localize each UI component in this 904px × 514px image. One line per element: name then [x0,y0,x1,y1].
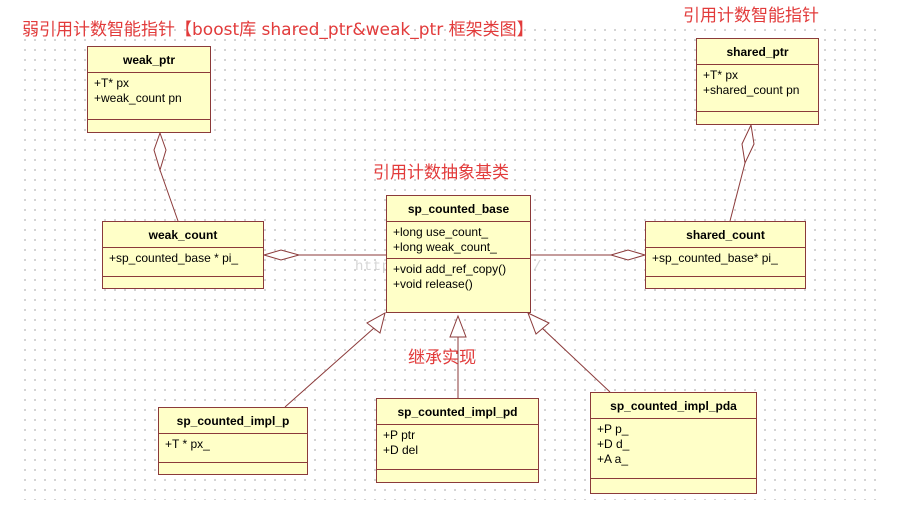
class-sp-counted-impl-pda[interactable]: sp_counted_impl_pda +P p_ +D d_ +A a_ [590,392,757,494]
attribute: +shared_count pn [703,83,800,97]
operation: +void add_ref_copy() [393,262,507,276]
class-sp-counted-impl-p[interactable]: sp_counted_impl_p +T * px_ [158,407,308,475]
aggregation-diamond-icon [741,123,755,165]
aggregation-diamond-icon [262,249,301,261]
class-sp-counted-impl-pd[interactable]: sp_counted_impl_pd +P ptr +D del [376,398,539,483]
inheritance-impl-pda [541,327,611,393]
attribute: +long use_count_ [393,225,489,239]
attribute: +D d_ [597,437,630,451]
diagram-title: 弱引用计数智能指针【boost库 shared_ptr&weak_ptr 框架类… [22,20,534,40]
class-name: sp_counted_impl_p [159,408,307,434]
class-name: weak_count [103,222,263,248]
operations [103,277,263,291]
operations [646,277,805,291]
class-name: shared_count [646,222,805,248]
inheritance-arrow-icon [366,312,386,334]
attributes: +T * px_ [159,434,307,463]
attribute: +D del [383,443,419,457]
attribute: +long weak_count_ [393,240,497,254]
attributes: +sp_counted_base* pi_ [646,248,805,277]
class-name: sp_counted_impl_pd [377,399,538,425]
class-name: sp_counted_base [387,196,530,222]
inheritance-arrow-icon [449,314,467,338]
inheritance-impl-p [284,327,375,408]
operation: +void release() [393,277,473,291]
attributes: +long use_count_ +long weak_count_ [387,222,530,259]
aggregation-diamond-icon [609,249,647,261]
class-shared-ptr[interactable]: shared_ptr +T* px +shared_count pn [696,38,819,125]
attribute: +weak_count pn [94,91,182,105]
attribute: +P p_ [597,422,629,436]
class-weak-ptr[interactable]: weak_ptr +T* px +weak_count pn [87,46,211,133]
aggregation-weak-ptr-weak-count [159,169,179,222]
attributes: +T* px +shared_count pn [697,65,818,112]
attribute: +T * px_ [165,437,210,451]
attributes: +P ptr +D del [377,425,538,470]
operations [377,470,538,484]
operations [591,479,756,493]
attributes: +sp_counted_base * pi_ [103,248,263,277]
class-name: shared_ptr [697,39,818,65]
inheritance-arrow-icon [527,312,550,335]
class-name: weak_ptr [88,47,210,73]
attributes: +T* px +weak_count pn [88,73,210,120]
shared-ptr-caption: 引用计数智能指针 [683,6,819,26]
operations [88,120,210,134]
attribute: +sp_counted_base* pi_ [652,251,778,265]
class-weak-count[interactable]: weak_count +sp_counted_base * pi_ [102,221,264,289]
aggregation-diamond-icon [153,131,167,172]
operations [697,112,818,126]
attribute: +T* px [703,68,739,82]
attribute: +T* px [94,76,130,90]
operations [159,463,307,477]
operations: +void add_ref_copy() +void release() [387,259,530,295]
class-shared-count[interactable]: shared_count +sp_counted_base* pi_ [645,221,806,289]
base-class-caption: 引用计数抽象基类 [373,163,509,183]
attribute: +sp_counted_base * pi_ [109,251,239,265]
attribute: +A a_ [597,452,629,466]
attribute: +P ptr [383,428,416,442]
class-name: sp_counted_impl_pda [591,393,756,419]
class-sp-counted-base[interactable]: sp_counted_base +long use_count_ +long w… [386,195,531,313]
attributes: +P p_ +D d_ +A a_ [591,419,756,479]
inheritance-caption: 继承实现 [408,348,476,368]
aggregation-shared-ptr-shared-count [729,162,746,222]
